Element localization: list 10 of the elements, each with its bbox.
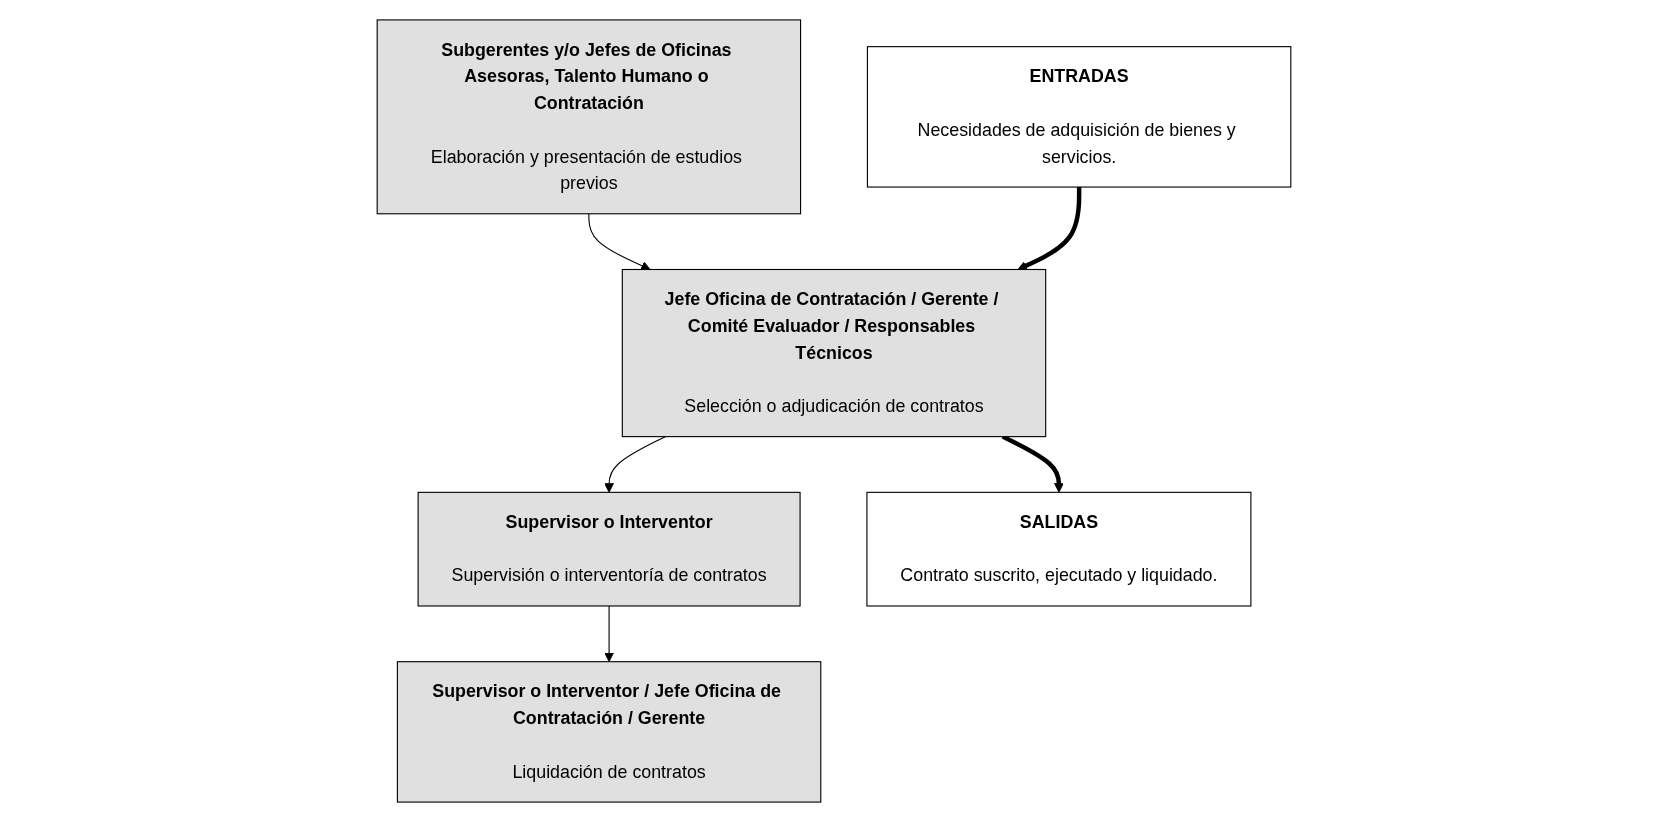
node-box: Subgerentes y/o Jefes de Oficinas Asesoras, Talento Humano o Contratación Elaboración y presentación de estudios previos	[376, 19, 802, 215]
arrow	[1017, 187, 1082, 271]
arrow	[604, 605, 614, 663]
node-box: Supervisor o Interventor Supervisión o interventoría de contratos	[417, 491, 801, 607]
node-box: ENTRADAS Necesidades de adquisición de bienes y servicios.	[866, 46, 1292, 188]
node-box: Supervisor o Interventor / Jefe Oficina de Contratación / Gerente Liquidación de contratos	[396, 661, 822, 803]
node-box: SALIDAS Contrato suscrito, ejecutado y liquidado.	[866, 491, 1252, 607]
node-box: Jefe Oficina de Contratación / Gerente / Comité Evaluador / Responsables Técnicos Selección o adjudicación de contratos	[621, 268, 1047, 438]
arrow	[604, 436, 666, 493]
arrow	[588, 213, 651, 271]
